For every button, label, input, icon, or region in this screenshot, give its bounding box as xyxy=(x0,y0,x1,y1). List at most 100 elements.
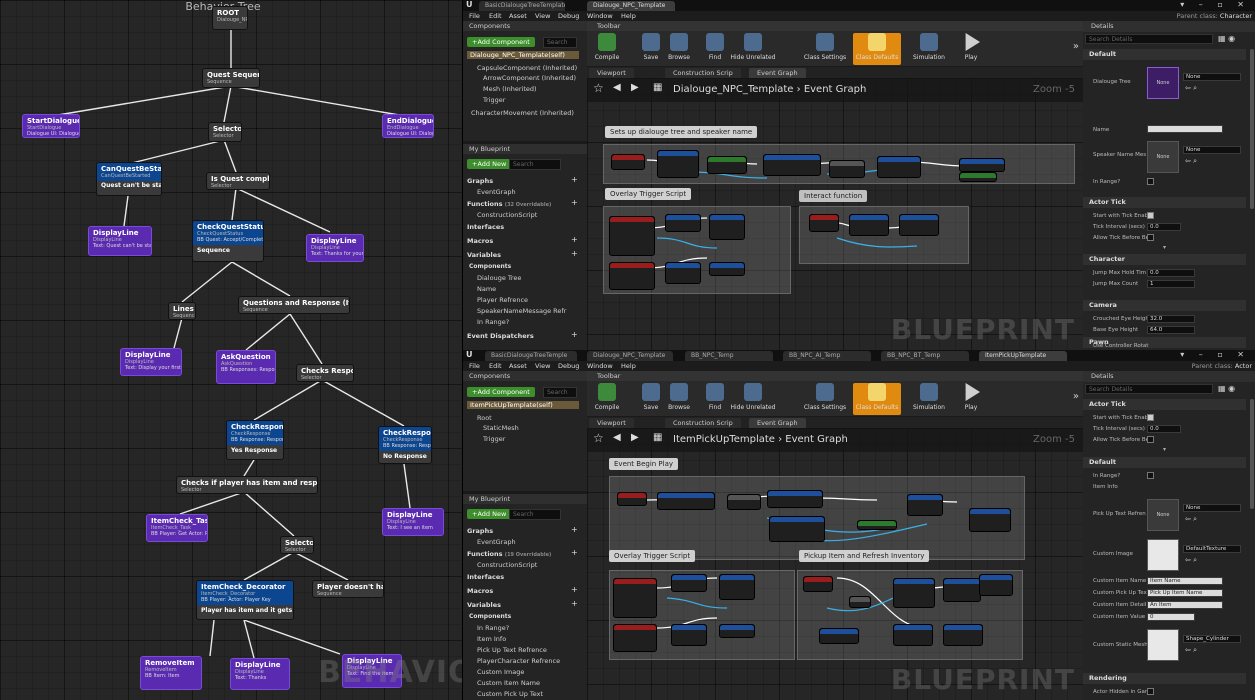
menu-help[interactable]: Help xyxy=(621,12,636,20)
simulation-button[interactable]: Simulation xyxy=(907,383,951,411)
use-browse-icon[interactable]: ⇦ ⌕ xyxy=(1185,157,1198,165)
find-button[interactable]: Find xyxy=(697,33,733,61)
bp-function-node[interactable] xyxy=(893,578,935,608)
comment-title[interactable]: Sets up dialouge tree and speaker name xyxy=(605,126,758,138)
comment-title[interactable]: Pickup Item and Refresh Inventory xyxy=(799,550,930,562)
bp-function-node[interactable] xyxy=(719,624,755,638)
doc-tab[interactable]: Dialouge_NPC_Template xyxy=(587,351,673,361)
variable-item[interactable]: Pick Up Text Refrence xyxy=(477,646,547,654)
details-scrollbar[interactable] xyxy=(1250,49,1254,209)
start-tick-checkbox[interactable] xyxy=(1147,414,1154,421)
bp-event-node[interactable] xyxy=(609,262,655,290)
event-graph-item[interactable]: EventGraph xyxy=(477,538,516,546)
bp-function-node[interactable] xyxy=(727,494,761,510)
section-macros[interactable]: Macros xyxy=(467,237,494,245)
bt-display-line-2[interactable]: DisplayLine DisplayLine Text: Thanks for… xyxy=(306,234,364,262)
custom-item-value-field[interactable]: 0 xyxy=(1147,613,1195,621)
bt-checks-response[interactable]: Checks Response Selector xyxy=(296,364,354,382)
menu-view[interactable]: View xyxy=(535,12,551,20)
bt-checks-item-selector[interactable]: Checks if player has item and responsed … xyxy=(176,476,318,494)
variable-item[interactable]: Custom Image xyxy=(477,668,525,676)
variable-item[interactable]: In Range? xyxy=(477,318,510,326)
bt-check-response-no[interactable]: CheckResponse CheckResponse BB Response:… xyxy=(378,426,432,464)
save-button[interactable]: Save xyxy=(633,33,669,61)
component-item[interactable]: StaticMesh xyxy=(483,424,519,432)
variable-item[interactable]: Custom Item Name xyxy=(477,679,541,687)
section-event-dispatchers[interactable]: Event Dispatchers xyxy=(467,332,534,340)
start-tick-checkbox[interactable] xyxy=(1147,212,1154,219)
use-browse-icon[interactable]: ⇦ ⌕ xyxy=(1185,515,1198,523)
menu-view[interactable]: View xyxy=(535,362,551,370)
my-blueprint-search-input[interactable]: Search xyxy=(509,159,561,170)
bp-function-node[interactable] xyxy=(979,574,1013,596)
play-button[interactable]: Play xyxy=(953,33,989,61)
bp-function-node[interactable] xyxy=(665,262,701,284)
variable-item[interactable]: In Range? xyxy=(477,624,510,632)
breadcrumb[interactable]: Dialouge_NPC_Template › Event Graph xyxy=(673,84,867,95)
tab-construction-script[interactable]: Construction Scrip xyxy=(665,68,741,78)
bp-event-node[interactable] xyxy=(613,578,657,618)
speaker-thumbnail[interactable]: None xyxy=(1147,141,1179,173)
bt-display-line-5[interactable]: DisplayLine DisplayLine Text: Thanks xyxy=(230,658,290,690)
event-graph-item[interactable]: EventGraph xyxy=(477,188,516,196)
section-components[interactable]: Components xyxy=(469,263,512,270)
component-item[interactable]: Trigger xyxy=(483,96,506,104)
bp-event-node[interactable] xyxy=(809,214,839,232)
menu-asset[interactable]: Asset xyxy=(509,12,527,20)
add-variable-icon[interactable]: + xyxy=(571,249,578,258)
bp-function-node[interactable] xyxy=(657,492,715,510)
bt-quest-sequence[interactable]: Quest Sequence Sequence xyxy=(202,68,260,88)
tab-construction-script[interactable]: Construction Scrip xyxy=(665,418,741,428)
comment-title[interactable]: Overlay Trigger Script xyxy=(605,188,692,200)
bp-function-node[interactable] xyxy=(671,574,707,592)
bp-function-node[interactable] xyxy=(665,214,701,232)
doc-tab[interactable]: BasicDialougeTreeTemple xyxy=(485,351,577,361)
doc-tab-active[interactable]: Dialouge_NPC_Template xyxy=(587,1,675,11)
variable-item[interactable]: PlayerCharacter Refrence xyxy=(477,657,561,665)
bt-item-check-task[interactable]: ItemCheck_Task ItemCheck_Task BB Player:… xyxy=(146,514,208,542)
event-graph-canvas[interactable]: Sets up dialouge tree and speaker name O… xyxy=(587,78,1083,350)
bp-function-node[interactable] xyxy=(671,624,707,646)
favorite-star-icon[interactable]: ☆ xyxy=(593,81,604,95)
save-button[interactable]: Save xyxy=(633,383,669,411)
breadcrumb[interactable]: ItemPickUpTemplate › Event Graph xyxy=(673,434,848,445)
category-actor-tick[interactable]: Actor Tick xyxy=(1083,399,1246,410)
tab-event-graph[interactable]: Event Graph xyxy=(749,418,806,428)
comment-title[interactable]: Interact function xyxy=(799,190,868,202)
components-search-input[interactable]: Search xyxy=(543,387,577,398)
category-camera[interactable]: Camera xyxy=(1083,300,1246,311)
bt-display-line-3[interactable]: DisplayLine DisplayLine Text: Display yo… xyxy=(120,348,182,376)
bt-remove-item[interactable]: RemoveItem RemoveItem BB Item: Item xyxy=(140,656,202,690)
allow-tick-checkbox[interactable] xyxy=(1147,436,1154,443)
component-item[interactable]: ArrowComponent (Inherited) xyxy=(483,74,577,82)
bp-function-node[interactable] xyxy=(769,516,825,542)
menu-help[interactable]: Help xyxy=(621,362,636,370)
play-button[interactable]: Play xyxy=(953,383,989,411)
bt-check-response-yes[interactable]: CheckResponse CheckResponse BB Response:… xyxy=(226,420,284,460)
view-options-icon[interactable]: ▦ ◉ xyxy=(1218,34,1236,43)
doc-tab[interactable]: BB_NPC_BT_Temp xyxy=(881,351,969,361)
back-arrow-icon[interactable]: ◀ xyxy=(613,82,621,93)
bp-function-node[interactable] xyxy=(959,158,1005,172)
add-new-button[interactable]: +Add New xyxy=(467,509,512,519)
bt-selector-1[interactable]: Selector Selector xyxy=(208,122,242,142)
bp-function-node[interactable] xyxy=(709,214,745,240)
bp-function-node[interactable] xyxy=(857,520,897,530)
bp-function-node[interactable] xyxy=(849,596,871,608)
bp-function-node[interactable] xyxy=(969,508,1011,532)
bp-event-node[interactable] xyxy=(803,576,833,592)
variable-item[interactable]: Name xyxy=(477,285,497,293)
class-settings-button[interactable]: Class Settings xyxy=(801,383,849,411)
category-default[interactable]: Default xyxy=(1083,49,1246,60)
add-new-button[interactable]: +Add New xyxy=(467,159,512,169)
use-browse-icon[interactable]: ⇦ ⌕ xyxy=(1185,556,1198,564)
bt-can-quest-be-started[interactable]: CanQuestBeStarted CanQuestBeStarted Ques… xyxy=(96,162,162,196)
use-browse-icon[interactable]: ⇦ ⌕ xyxy=(1185,646,1198,654)
menu-edit[interactable]: Edit xyxy=(489,12,502,20)
bp-event-node[interactable] xyxy=(609,216,655,256)
name-field[interactable] xyxy=(1147,125,1223,133)
bt-root-node[interactable]: ROOT Dialouge_NPC_BB xyxy=(212,6,248,30)
category-pawn[interactable]: Pawn xyxy=(1083,337,1246,348)
section-functions[interactable]: Functions (19 Overridable) xyxy=(467,550,552,558)
construction-script-item[interactable]: ConstructionScript xyxy=(477,561,538,569)
